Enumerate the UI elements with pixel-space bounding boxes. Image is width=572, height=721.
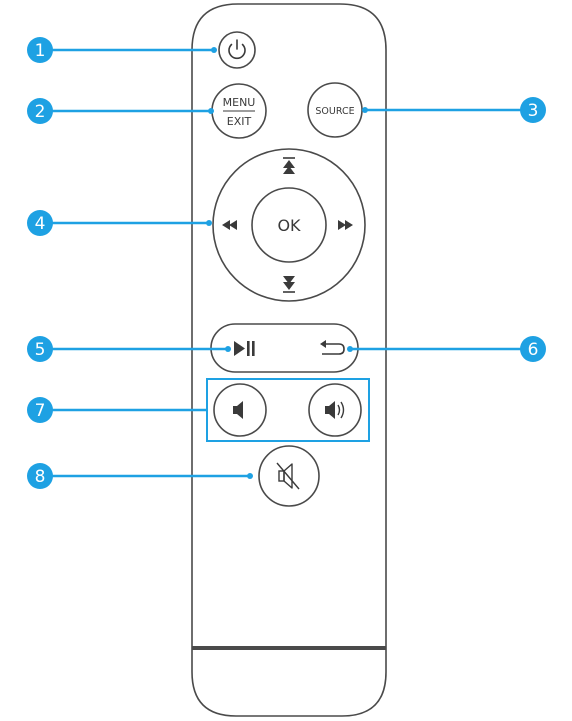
callout-number: 5 — [35, 340, 46, 360]
callout-number: 3 — [528, 101, 539, 121]
callout-number: 7 — [35, 401, 46, 421]
play-back-pill — [211, 324, 358, 372]
source-label: SOURCE — [315, 106, 354, 117]
menu-exit-button[interactable]: MENU EXIT — [212, 84, 266, 138]
volume-down-button[interactable] — [214, 384, 266, 436]
mute-button[interactable] — [259, 446, 319, 506]
power-button[interactable] — [219, 32, 255, 68]
callout-badge-7: 7 — [27, 397, 53, 423]
callout-badge-1: 1 — [27, 37, 53, 63]
callout-number: 8 — [35, 467, 46, 487]
d-pad[interactable]: OK — [213, 149, 365, 301]
menu-label: MENU — [223, 96, 256, 109]
ok-button[interactable]: OK — [252, 188, 326, 262]
exit-label: EXIT — [227, 115, 252, 128]
callout-badge-6: 6 — [520, 336, 546, 362]
callout-badge-3: 3 — [520, 97, 546, 123]
bottom-stripe — [192, 646, 386, 650]
volume-up-button[interactable] — [309, 384, 361, 436]
callout-number: 1 — [35, 41, 46, 61]
callout-number: 2 — [35, 102, 46, 122]
callout-badge-8: 8 — [27, 463, 53, 489]
callout-number: 6 — [528, 340, 539, 360]
callout-badge-4: 4 — [27, 210, 53, 236]
ok-label: OK — [277, 216, 301, 235]
callout-badge-2: 2 — [27, 98, 53, 124]
source-button[interactable]: SOURCE — [308, 83, 362, 137]
callout-number: 4 — [35, 214, 46, 234]
callout-badge-5: 5 — [27, 336, 53, 362]
